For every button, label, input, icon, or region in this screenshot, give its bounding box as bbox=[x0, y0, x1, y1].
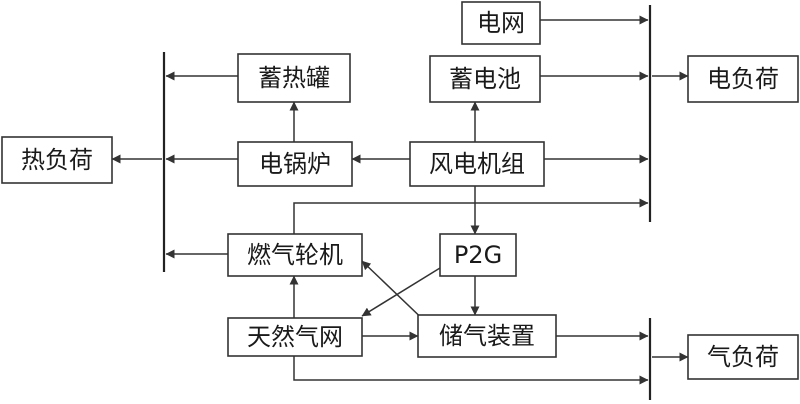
node-gas-storage-label: 储气装置 bbox=[439, 322, 535, 350]
node-heat-load: 热负荷 bbox=[1, 136, 113, 184]
node-gas-net: 天然气网 bbox=[227, 317, 363, 357]
edge-turbine-to-electric-bus bbox=[293, 198, 649, 234]
node-p2g-label: P2G bbox=[454, 241, 502, 269]
node-turbine: 燃气轮机 bbox=[227, 233, 363, 277]
node-heat-load-label: 热负荷 bbox=[21, 146, 93, 174]
node-gas-net-label: 天然气网 bbox=[247, 323, 343, 351]
node-grid-label: 电网 bbox=[477, 9, 525, 37]
node-heat-tank-label: 蓄热罐 bbox=[258, 64, 330, 92]
node-elec-load: 电负荷 bbox=[687, 55, 799, 103]
edge-p2g-to-gas-net bbox=[361, 267, 441, 317]
node-elec-load-label: 电负荷 bbox=[707, 65, 779, 93]
node-battery-label: 蓄电池 bbox=[449, 65, 521, 93]
node-boiler-label: 电锅炉 bbox=[259, 150, 331, 178]
node-battery: 蓄电池 bbox=[429, 55, 541, 103]
node-wind-label: 风电机组 bbox=[429, 150, 525, 178]
edge-gas-net-to-gas-bus bbox=[293, 354, 649, 385]
node-gas-load-label: 气负荷 bbox=[707, 343, 779, 371]
node-heat-tank: 蓄热罐 bbox=[237, 53, 351, 103]
node-grid: 电网 bbox=[461, 1, 541, 45]
node-gas-storage: 储气装置 bbox=[417, 314, 557, 358]
node-gas-load: 气负荷 bbox=[687, 334, 799, 380]
node-boiler: 电锅炉 bbox=[237, 141, 353, 187]
edges bbox=[111, 15, 689, 385]
node-turbine-label: 燃气轮机 bbox=[247, 241, 343, 269]
node-p2g: P2G bbox=[439, 233, 517, 277]
node-wind: 风电机组 bbox=[409, 141, 545, 187]
